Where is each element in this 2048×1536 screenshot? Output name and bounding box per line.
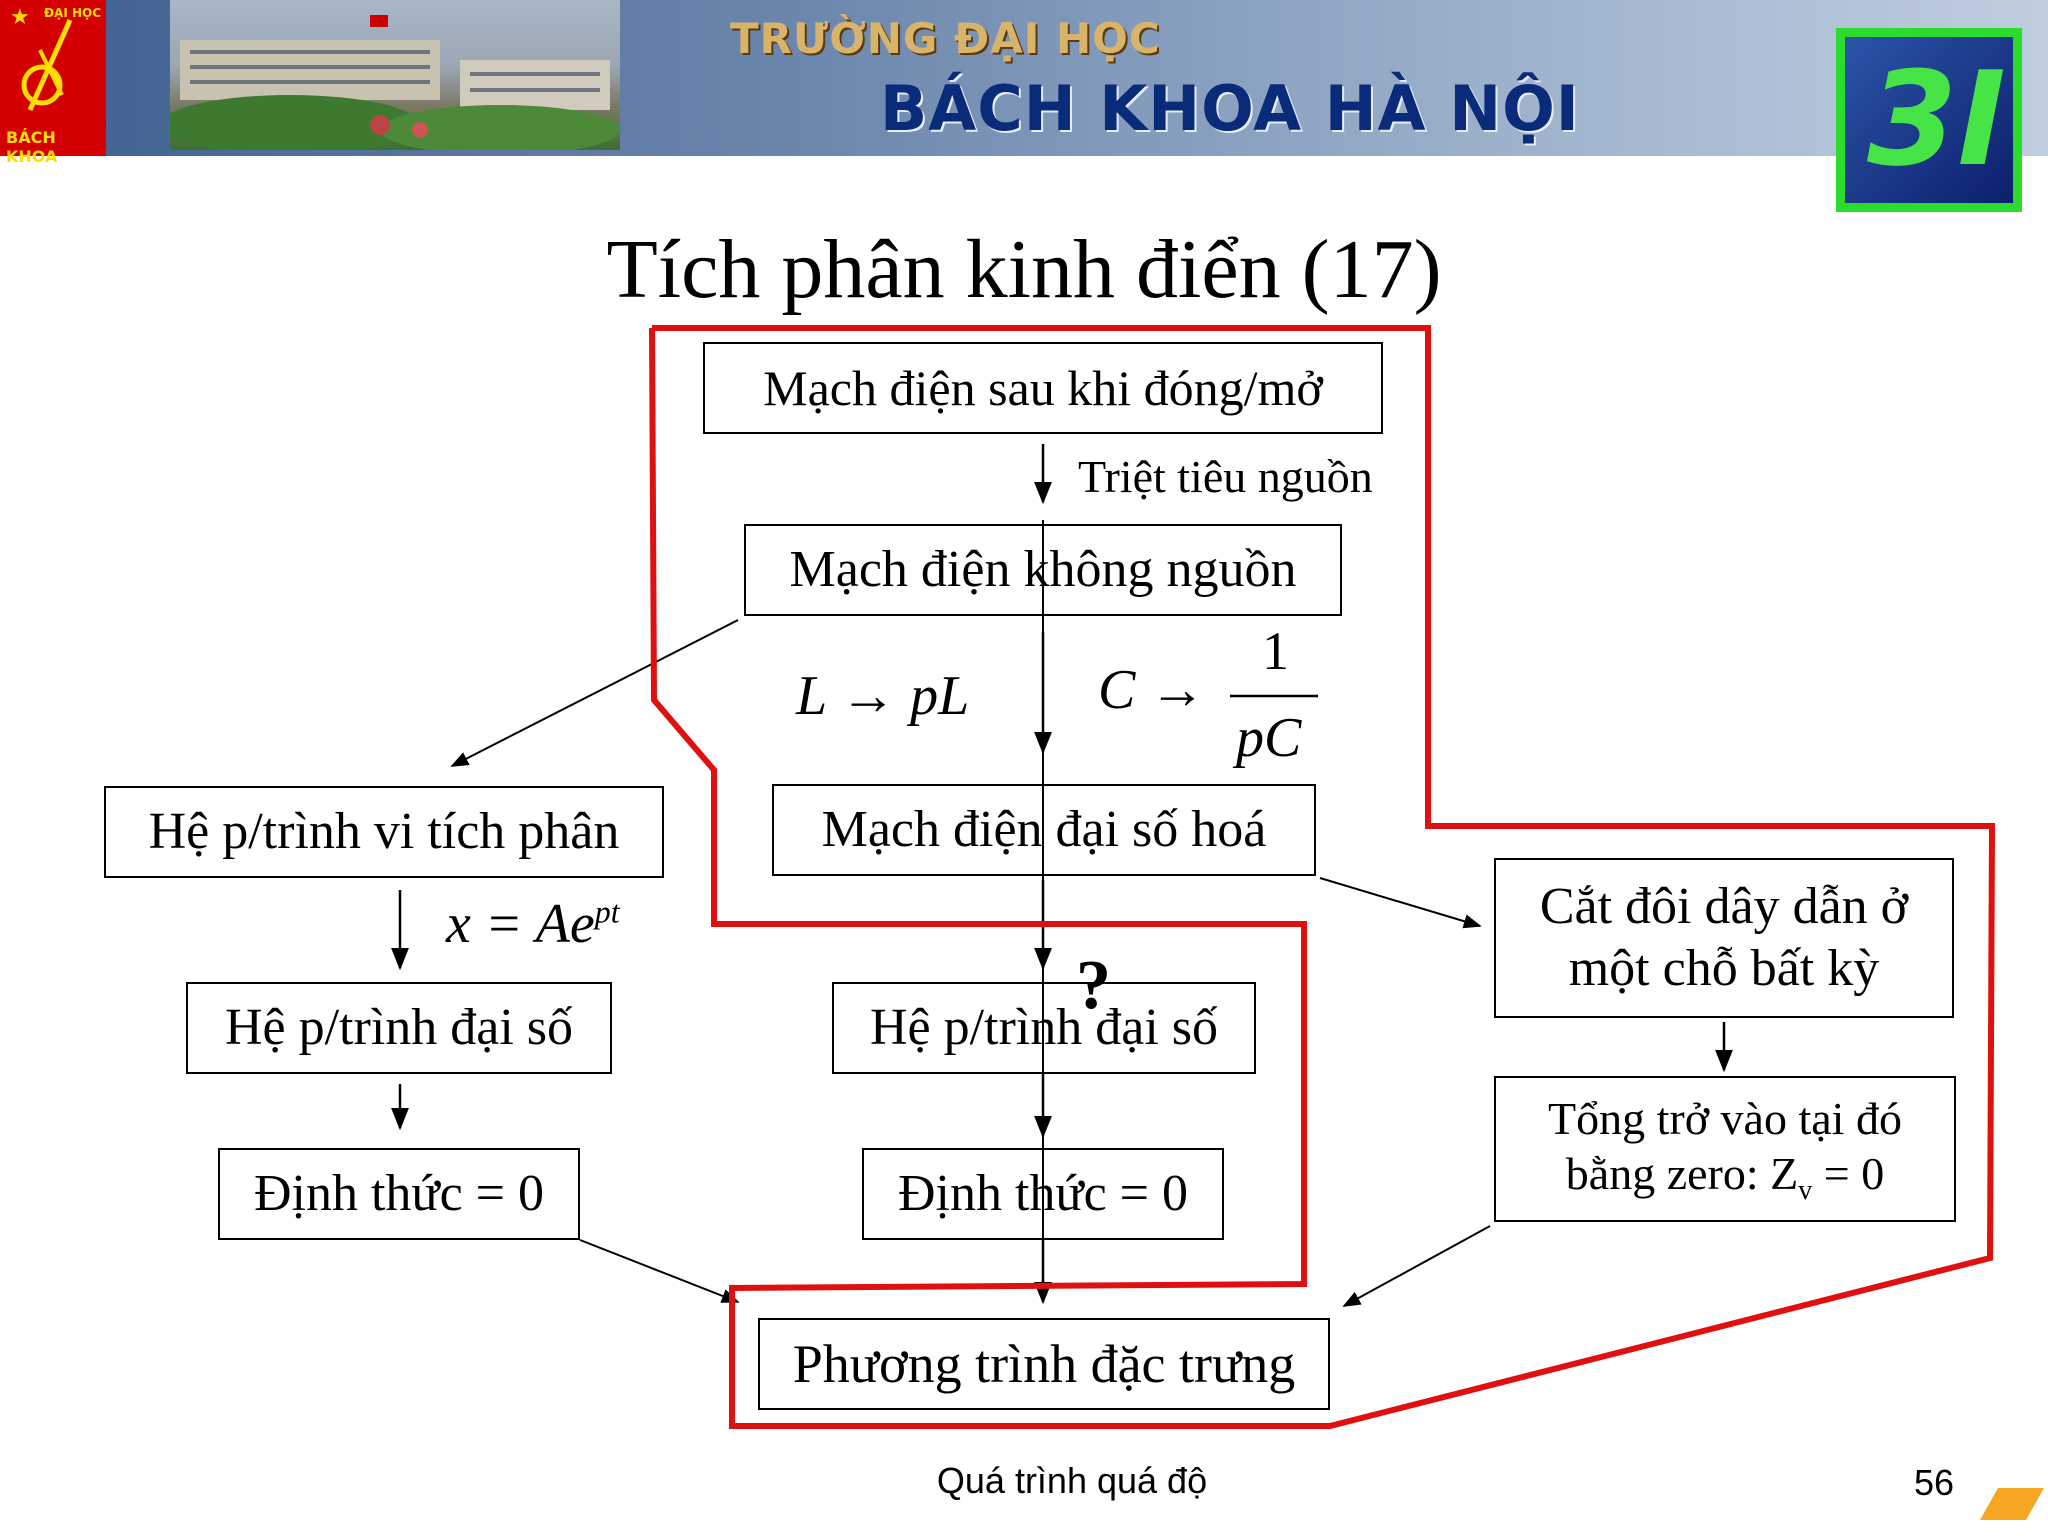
- corner-accent-icon: [1980, 1488, 2044, 1520]
- page-number: 56: [1914, 1462, 1955, 1503]
- campus-photo: [160, 0, 620, 155]
- cut-wire-box: Cắt đôi dây dẫn ở một chỗ bất kỳ: [1494, 858, 1954, 1018]
- algebraic-system-left-box: Hệ p/trình đại số: [186, 982, 612, 1074]
- characteristic-equation-box: Phương trình đặc trưng: [758, 1318, 1330, 1410]
- campus-building-image: [160, 15, 620, 155]
- determinant-left-label: Định thức = 0: [253, 1164, 545, 1222]
- question-mark: ?: [1076, 947, 1111, 1024]
- school-name-line1: TRƯỜNG ĐẠI HỌC: [730, 14, 1161, 63]
- compass-icon: [21, 18, 73, 112]
- characteristic-equation-label: Phương trình đặc trưng: [792, 1333, 1296, 1394]
- impedance-line2-wrap: bằng zero: Zv = 0: [1566, 1146, 1884, 1208]
- input-impedance-box: Tổng trở vào tại đó bằng zero: Zv = 0: [1494, 1076, 1956, 1222]
- school-name-line2: BÁCH KHOA HÀ NỘI: [880, 72, 1580, 145]
- footer-caption: Quá trình quá độ: [936, 1460, 1208, 1501]
- arrow-impedance-to-char-eq: [1342, 1225, 1491, 1307]
- university-logo: ★ ĐẠI HỌC BÁCH KHOA: [0, 0, 106, 166]
- algebraic-system-center-label: Hệ p/trình đại số: [869, 998, 1219, 1056]
- impedance-line1: Tổng trở vào tại đó: [1548, 1092, 1902, 1144]
- arrow-algebraized-to-cut-wire: [1319, 877, 1482, 929]
- determinant-center-label: Định thức = 0: [897, 1164, 1189, 1222]
- sourceless-circuit-box: Mạch điện không nguồn: [744, 524, 1342, 616]
- algebraic-system-left-label: Hệ p/trình đại số: [224, 998, 574, 1056]
- arrow-sourceless-to-integro: [450, 619, 739, 767]
- highlight-outline: [649, 325, 1996, 1429]
- integro-differential-system-label: Hệ p/trình vi tích phân: [148, 802, 620, 860]
- impedance-tail: = 0: [1812, 1147, 1885, 1199]
- determinant-left-box: Định thức = 0: [218, 1148, 580, 1240]
- impedance-subscript: v: [1798, 1174, 1813, 1206]
- faculty-logo-text: 3I: [1867, 43, 2006, 195]
- exponential-sup: pt: [594, 893, 620, 930]
- circuit-after-switch-label: Mạch điện sau khi đóng/mở: [763, 360, 1323, 416]
- sourceless-circuit-label: Mạch điện không nguồn: [789, 540, 1297, 598]
- source-elimination-label: Triệt tiêu nguồn: [1078, 451, 1373, 502]
- cut-wire-line2: một chỗ bất kỳ: [1568, 940, 1880, 997]
- faculty-logo: 3I: [1836, 28, 2022, 212]
- logo-top-text: ĐẠI HỌC: [44, 6, 102, 20]
- logo-bottom-text: BÁCH KHOA: [6, 128, 58, 166]
- integro-differential-system-box: Hệ p/trình vi tích phân: [104, 786, 664, 878]
- header-banner: ★ ĐẠI HỌC BÁCH KHOA TRƯỜNG ĐẠI HỌC BÁCH …: [0, 0, 2048, 166]
- algebraized-circuit-label: Mạch điện đại số hoá: [821, 800, 1267, 858]
- exponential-solution-label: x = Aept: [446, 892, 620, 956]
- impedance-line2: bằng zero: Z: [1565, 1147, 1799, 1199]
- c-fraction-denominator: pC: [1236, 707, 1302, 769]
- arrow-determinant-left-to-char-eq: [579, 1239, 740, 1303]
- star-icon: ★: [10, 4, 30, 29]
- c-fraction-numerator: 1: [1262, 621, 1289, 681]
- exponential-lhs: x = Ae: [446, 893, 595, 955]
- algebraic-system-center-box: Hệ p/trình đại số: [832, 982, 1256, 1074]
- algebraized-circuit-box: Mạch điện đại số hoá: [772, 784, 1316, 876]
- circuit-after-switch-box: Mạch điện sau khi đóng/mở: [703, 342, 1383, 434]
- c-transform-label: C →: [1098, 659, 1206, 721]
- l-transform-label: L → pL: [796, 665, 970, 727]
- determinant-center-box: Định thức = 0: [862, 1148, 1224, 1240]
- slide-title: Tích phân kinh điển (17): [606, 223, 1442, 316]
- cut-wire-line1: Cắt đôi dây dẫn ở: [1539, 877, 1909, 935]
